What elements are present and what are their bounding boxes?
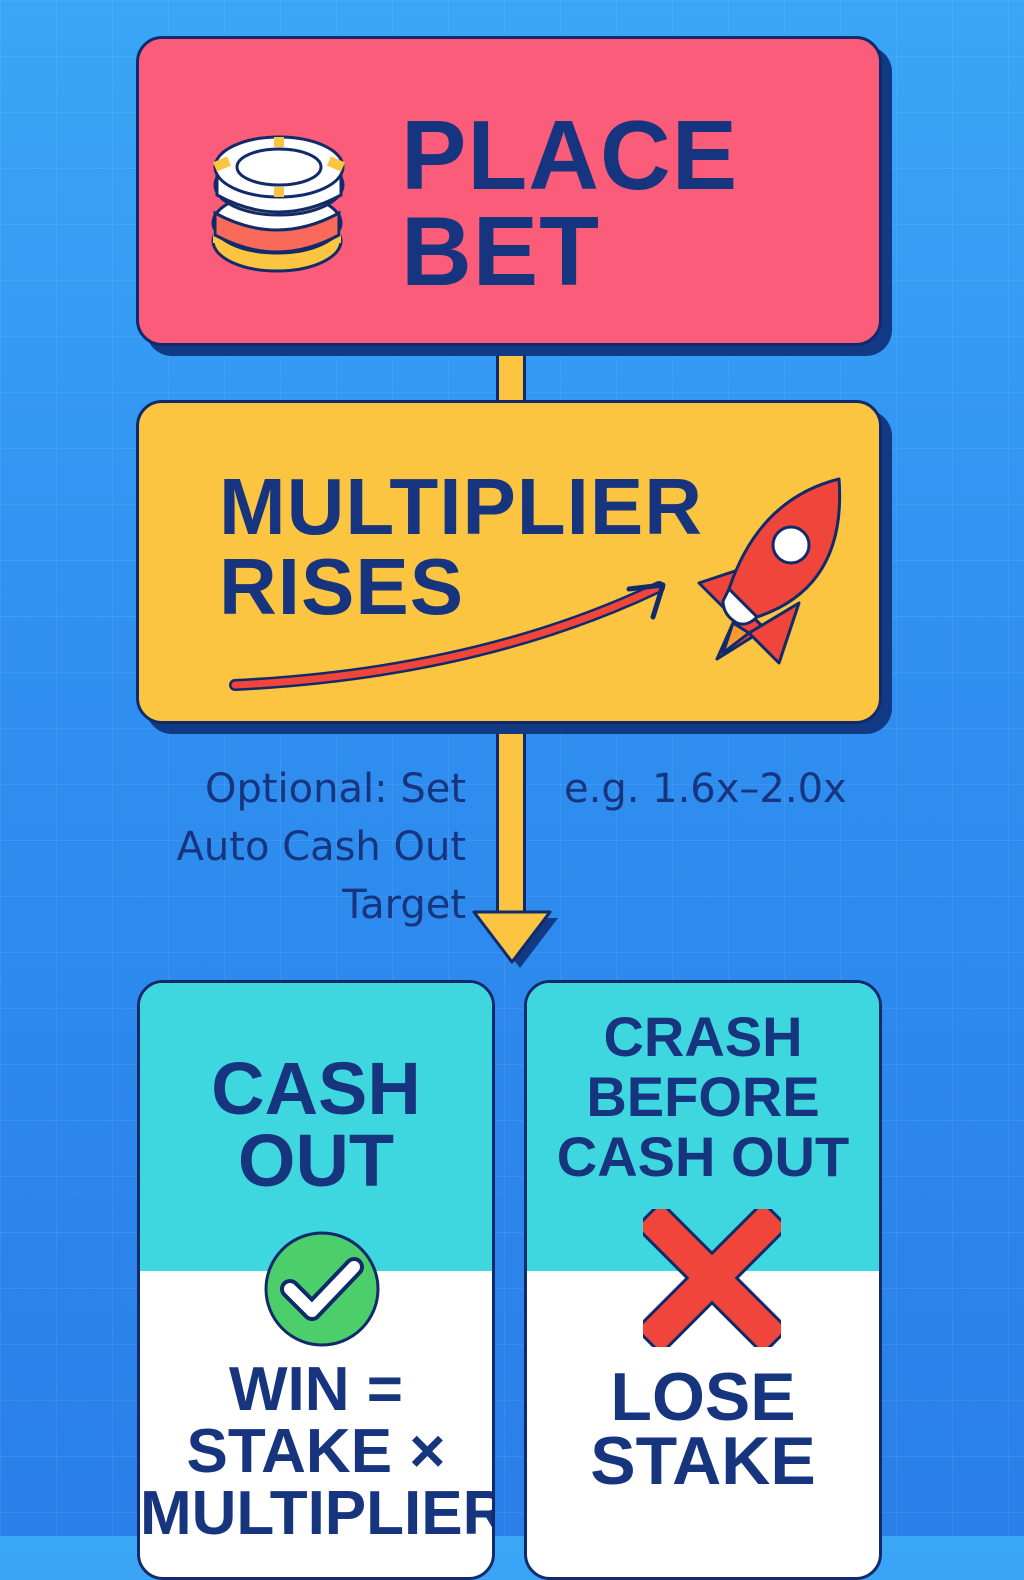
multiplier-line2: RISES — [219, 542, 465, 631]
connector-middle — [496, 720, 526, 916]
win-result: WIN = STAKE × MULTIPLIER — [140, 1359, 492, 1545]
auto-note-line2: Auto Cash Out — [176, 824, 466, 870]
win-line2: STAKE × — [186, 1417, 446, 1486]
auto-note-line1: Optional: Set — [205, 766, 466, 812]
lose-result: LOSE STAKE — [527, 1363, 879, 1495]
check-circle-icon — [264, 1231, 380, 1347]
multiplier-line1: MULTIPLIER — [219, 462, 704, 551]
multiplier-step: MULTIPLIER RISES — [136, 400, 882, 724]
poker-chips-icon — [211, 135, 345, 273]
place-bet-title: PLACE BET — [401, 106, 738, 300]
red-x-icon — [643, 1209, 781, 1347]
lose-line1: LOSE — [610, 1359, 796, 1435]
crash-line3: CASH OUT — [556, 1125, 850, 1188]
cash-out-header — [140, 983, 492, 1271]
crash-line1: CRASH — [603, 1005, 803, 1068]
place-bet-line1: PLACE — [401, 100, 739, 210]
cash-out-line2: OUT — [237, 1119, 395, 1202]
multiplier-title: MULTIPLIER RISES — [219, 467, 703, 627]
crash-outcome: CRASH BEFORE CASH OUT LOSE STAKE — [524, 980, 882, 1580]
crash-title: CRASH BEFORE CASH OUT — [527, 1007, 879, 1187]
cash-out-outcome: CASH OUT WIN = STAKE × MULTIPLIER — [137, 980, 495, 1580]
place-bet-line2: BET — [401, 196, 600, 306]
place-bet-step: PLACE BET — [136, 36, 882, 346]
auto-cash-out-note: Optional: Set Auto Cash Out Target — [130, 760, 466, 934]
crash-header — [527, 983, 879, 1271]
rocket-icon — [697, 477, 842, 665]
cash-out-line1: CASH — [211, 1047, 421, 1130]
rising-arrow-icon — [229, 581, 666, 691]
crash-line2: BEFORE — [586, 1065, 820, 1128]
win-line3: MULTIPLIER — [140, 1479, 495, 1548]
lose-line2: STAKE — [590, 1423, 816, 1499]
cash-out-title: CASH OUT — [140, 1052, 492, 1198]
target-range-note: e.g. 1.6x–2.0x — [564, 766, 847, 812]
auto-note-line3: Target — [342, 882, 466, 928]
connector-top — [496, 342, 526, 406]
win-line1: WIN = — [229, 1355, 403, 1424]
arrow-down-icon — [472, 910, 558, 968]
